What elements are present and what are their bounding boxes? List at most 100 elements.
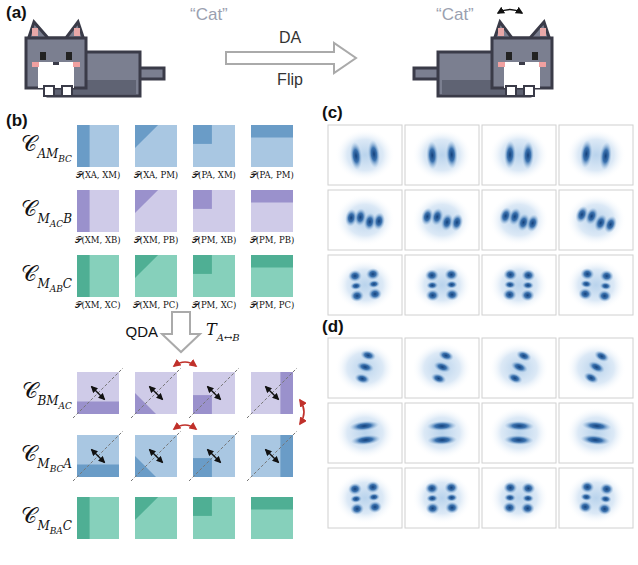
- distribution-shade: [135, 190, 158, 213]
- subscript: BM: [38, 395, 59, 407]
- wigner-lobe: [602, 214, 620, 235]
- distribution-shade: [77, 190, 90, 232]
- mirror-axis: [73, 431, 123, 481]
- distribution-square: [135, 255, 177, 297]
- wigner-lobe: [425, 269, 439, 281]
- wigner-lobe: [446, 493, 458, 501]
- subscript: C: [63, 278, 72, 290]
- wigner-lobe: [349, 141, 364, 170]
- subscript: BC: [50, 465, 64, 474]
- wigner-lobe: [504, 140, 517, 168]
- wigner-halo: [489, 472, 549, 524]
- distribution-shade: [77, 497, 90, 539]
- wigner-lobe: [522, 141, 535, 169]
- wigner-lobe: [445, 140, 458, 168]
- swap-operator: TA↔B: [206, 322, 240, 338]
- wigner-lobe: [598, 141, 613, 170]
- distribution-square: [193, 125, 235, 167]
- wigner-halo: [335, 129, 395, 181]
- correlation-symbol: 𝒞MBCA: [21, 443, 72, 465]
- correlation-symbol: 𝒞: [21, 198, 37, 220]
- wigner-halo: [412, 342, 472, 394]
- wigner-lobe: [445, 288, 459, 300]
- wigner-halo: [412, 129, 472, 181]
- distribution-shade: [135, 497, 158, 520]
- correlation-symbol: 𝒞: [21, 443, 37, 465]
- distribution-square: [251, 255, 293, 297]
- correlation-symbol: 𝒞: [21, 133, 37, 155]
- wigner-lobe: [365, 480, 380, 493]
- wigner-lobe: [522, 494, 534, 502]
- wigner-halo: [489, 259, 549, 311]
- wigner-lobe: [504, 420, 534, 431]
- wigner-lobe: [368, 492, 381, 501]
- wigner-lobe: [444, 481, 458, 493]
- arrow-label: DA: [279, 30, 301, 46]
- correlation-symbol: 𝒞MABC: [21, 263, 72, 285]
- wigner-lobe: [347, 482, 362, 495]
- wigner-halo: [412, 472, 472, 524]
- distribution-square: [251, 497, 293, 539]
- distribution-shade: [193, 255, 212, 274]
- wigner-cell: [405, 125, 479, 185]
- wigner-halo: [489, 342, 549, 394]
- flip-arrow: [150, 387, 163, 400]
- flip-arrow: [150, 450, 163, 463]
- mirror-axis: [189, 368, 239, 418]
- flip-arrow: [208, 450, 221, 463]
- distribution-shade: [193, 395, 212, 414]
- swap-arrow: [300, 400, 304, 424]
- wigner-lobe: [367, 287, 382, 300]
- wigner-halo: [566, 129, 626, 181]
- wigner-cell: [328, 403, 402, 463]
- panel-label: (b): [6, 112, 28, 129]
- distribution-square: [193, 190, 235, 232]
- wigner-cell: [559, 255, 633, 315]
- wigner-lobe: [599, 482, 614, 495]
- correlation-symbol: 𝒞BMAC: [22, 380, 73, 402]
- wigner-cell: [405, 255, 479, 315]
- wigner-cell: [482, 255, 556, 315]
- wigner-lobe: [509, 359, 529, 375]
- subscript: AC: [50, 220, 63, 229]
- wigner-lobe: [522, 281, 534, 289]
- distribution-label: 𝒫(PM, PB): [250, 236, 294, 245]
- wigner-lobe: [350, 494, 363, 503]
- wigner-lobe: [427, 434, 457, 445]
- correlation-symbol: 𝒞: [21, 263, 37, 285]
- distribution-label: 𝒫(XM, XB): [75, 236, 120, 245]
- wigner-halo: [566, 194, 626, 246]
- wigner-lobe: [503, 268, 517, 280]
- wigner-cell: [328, 338, 402, 398]
- wigner-halo: [335, 407, 395, 459]
- distribution-square: [193, 255, 235, 297]
- wigner-lobe: [449, 212, 465, 232]
- wigner-lobe: [350, 289, 365, 302]
- subscript: BC: [58, 155, 72, 164]
- wigner-halo: [335, 472, 395, 524]
- wigner-halo: [412, 259, 472, 311]
- distribution-shade: [77, 255, 90, 297]
- wigner-cell: [328, 190, 402, 250]
- wigner-lobe: [503, 481, 517, 493]
- class-label: “Cat”: [436, 6, 474, 23]
- subscript: A↔B: [217, 333, 240, 343]
- distribution-square: [77, 255, 119, 297]
- wigner-lobe: [580, 480, 595, 493]
- correlation-symbol: 𝒞: [22, 380, 38, 402]
- distribution-label: 𝒫(PM, XC): [192, 301, 237, 310]
- correlation-symbol: 𝒞MACB: [21, 198, 72, 220]
- wigner-lobe: [524, 213, 541, 234]
- wigner-lobe: [506, 371, 525, 386]
- wigner-halo: [566, 407, 626, 459]
- class-label: “Cat”: [190, 6, 228, 23]
- wigner-cell: [559, 125, 633, 185]
- wigner-lobe: [504, 493, 516, 501]
- wigner-lobe: [578, 500, 593, 513]
- swap-arrow: [174, 425, 196, 429]
- mirror-axis: [189, 431, 239, 481]
- distribution-shade: [251, 190, 293, 203]
- wigner-halo: [335, 342, 395, 394]
- wigner-lobe: [582, 370, 601, 386]
